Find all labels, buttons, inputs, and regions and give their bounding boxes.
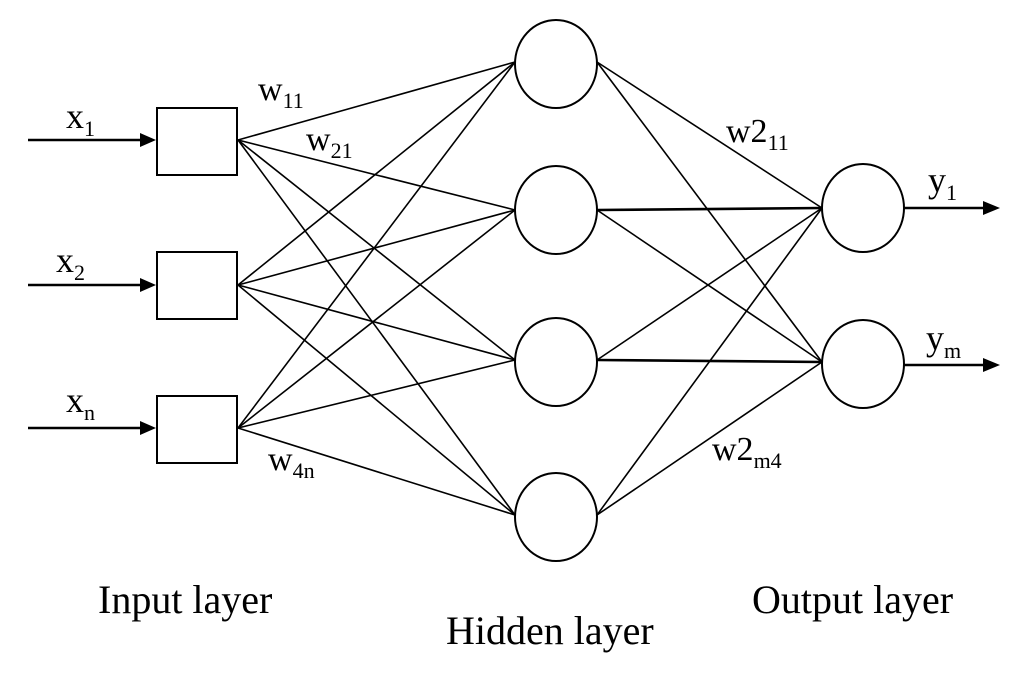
- edge-h3-o1: [596, 207, 823, 361]
- hidden-node-1: [514, 19, 598, 109]
- edge-in2-h2: [237, 209, 516, 286]
- edge-in3-h2: [237, 209, 516, 429]
- edge-in2-h1: [237, 61, 516, 286]
- input-arrows: [28, 133, 156, 435]
- output-node-1: [821, 163, 905, 253]
- weight-label-w21: w21: [306, 121, 353, 163]
- edge-in1-h1: [237, 61, 516, 141]
- output-arrows: [904, 201, 1000, 372]
- weight-label-w4n: w4n: [268, 441, 315, 483]
- output-label-1: y1: [928, 160, 957, 205]
- edge-h4-o2: [596, 361, 823, 516]
- input-layer-title: Input layer: [98, 577, 272, 622]
- hidden-layer-title: Hidden layer: [446, 608, 654, 653]
- edge-h4-o1: [596, 207, 823, 516]
- edge-h1-o1: [596, 61, 823, 209]
- output-node-2: [821, 319, 905, 409]
- edge-in1-h3: [237, 139, 516, 361]
- edge-in3-h1: [237, 61, 516, 429]
- edge-in1-h4: [237, 139, 516, 516]
- input-hidden-connections: [237, 61, 516, 516]
- weight-label-w11: w11: [258, 71, 304, 113]
- output-layer-nodes: [821, 163, 905, 409]
- output-label-m: ym: [926, 318, 961, 363]
- hidden-node-3: [514, 317, 598, 407]
- output-arrow-1-head: [983, 201, 1000, 215]
- edge-in2-h3: [237, 284, 516, 361]
- input-layer-nodes: [156, 107, 238, 464]
- edge-in2-h4: [237, 284, 516, 516]
- hidden-output-connections: [596, 61, 823, 516]
- edge-in3-h3: [237, 359, 516, 429]
- output-layer-title: Output layer: [752, 577, 953, 622]
- input-arrow-1-head: [140, 133, 156, 147]
- weight-label-w2-11: w211: [726, 113, 789, 155]
- input-label-2: x2: [56, 240, 85, 285]
- hidden-node-4: [514, 472, 598, 562]
- input-node-1: [156, 107, 238, 176]
- input-arrow-3-head: [140, 421, 156, 435]
- input-label-n: xn: [66, 380, 95, 425]
- output-arrow-2-head: [983, 358, 1000, 372]
- input-node-3: [156, 395, 238, 464]
- edge-h1-o2: [596, 61, 823, 363]
- hidden-node-2: [514, 165, 598, 255]
- weight-label-w2-m4: w2m4: [712, 431, 782, 473]
- edge-in3-h4: [237, 427, 516, 516]
- edge-h2-o2: [596, 209, 823, 363]
- edge-in1-h2: [237, 139, 516, 211]
- input-node-2: [156, 251, 238, 320]
- input-label-1: x1: [66, 96, 95, 141]
- input-arrow-2-head: [140, 278, 156, 292]
- hidden-layer-nodes: [514, 19, 598, 562]
- edge-h2-o1: [596, 206, 823, 212]
